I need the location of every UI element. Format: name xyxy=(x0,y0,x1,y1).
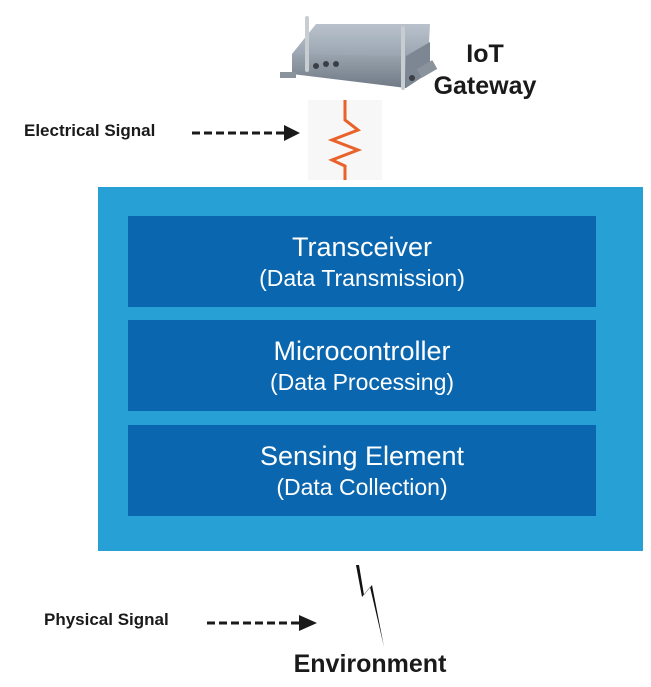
layer-sensing-element: Sensing Element (Data Collection) xyxy=(128,425,596,516)
layer-title: Transceiver xyxy=(291,231,433,262)
layer-title: Microcontroller xyxy=(273,335,451,366)
layer-microcontroller: Microcontroller (Data Processing) xyxy=(128,320,596,411)
router-device-icon xyxy=(280,16,438,90)
layer-transceiver: Transceiver (Data Transmission) xyxy=(128,216,596,307)
physical-signal-label: Physical Signal xyxy=(44,610,169,629)
environment-label: Environment xyxy=(293,650,447,678)
gateway-label-line1: IoT xyxy=(466,40,504,68)
electrical-signal-arrow-icon xyxy=(192,125,300,141)
sensor-node-block: Transceiver (Data Transmission) Microcon… xyxy=(98,187,643,551)
physical-signal-arrow-icon xyxy=(207,615,317,631)
layer-subtitle: (Data Transmission) xyxy=(259,264,465,291)
lightning-bolt-icon xyxy=(356,565,384,647)
gateway-label-line2: Gateway xyxy=(433,72,537,100)
layer-subtitle: (Data Collection) xyxy=(276,473,448,500)
electrical-signal-label: Electrical Signal xyxy=(24,121,156,140)
layer-title: Sensing Element xyxy=(259,440,465,471)
resistor-zigzag-icon xyxy=(327,100,363,180)
layer-subtitle: (Data Processing) xyxy=(269,368,455,395)
gateway-label: IoT Gateway xyxy=(410,38,560,102)
